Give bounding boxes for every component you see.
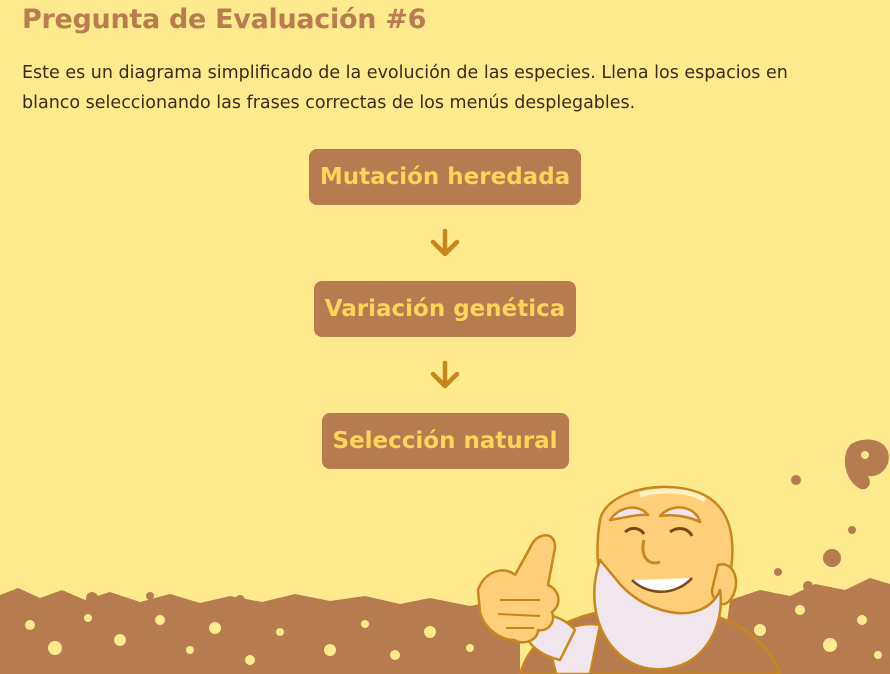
arrow-down-icon	[425, 337, 465, 413]
dirt-specks	[25, 451, 882, 665]
step-genetic-variation[interactable]: Variación genética	[313, 281, 577, 337]
question-instructions: Este es un diagrama simplificado de la e…	[22, 63, 788, 113]
arrow-down-icon	[425, 205, 465, 281]
dirt-ground	[0, 439, 890, 674]
evolution-diagram: Mutación heredada Variación genética Sel…	[0, 149, 890, 469]
step-natural-selection[interactable]: Selección natural	[321, 413, 569, 469]
question-title: Pregunta de Evaluación #6	[22, 4, 427, 35]
darwin-thumbs-up-character	[476, 485, 782, 674]
step-inherited-mutation[interactable]: Mutación heredada	[308, 149, 582, 205]
